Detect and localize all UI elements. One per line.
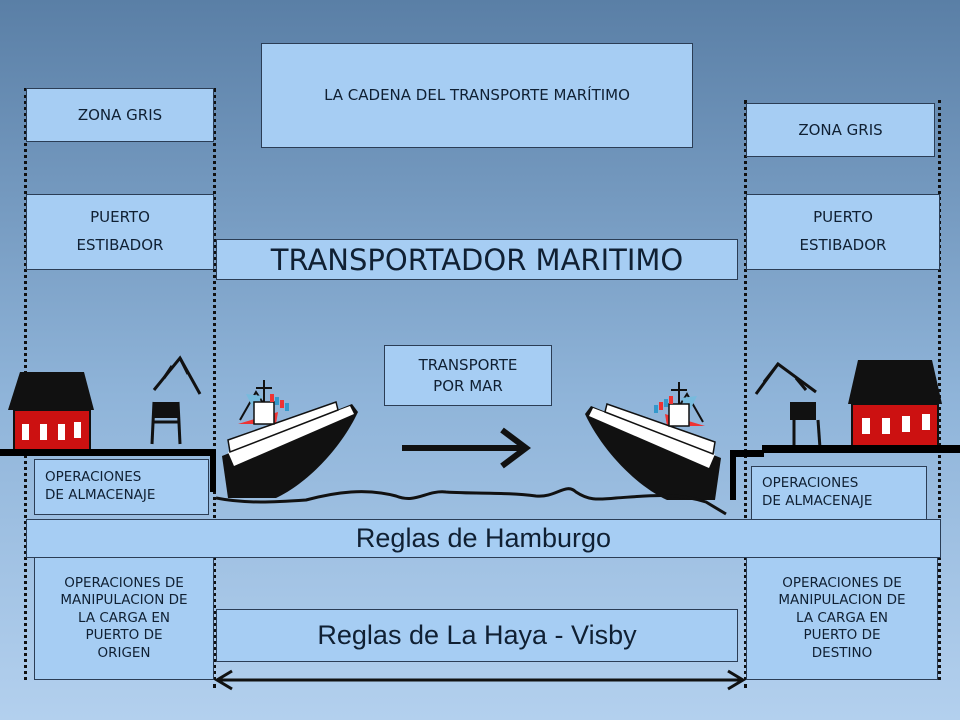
left-dock-step (210, 452, 216, 492)
right-almacenaje-line2: DE ALMACENAJE (762, 493, 873, 509)
sea-transport-line1: TRANSPORTE (418, 356, 518, 375)
right-puerto-line1: PUERTO (813, 208, 873, 227)
left-manipulacion: OPERACIONES DE MANIPULACION DE LA CARGA … (34, 557, 214, 680)
arrow-right-icon (402, 427, 531, 469)
diagram-title-text: LA CADENA DEL TRANSPORTE MARÍTIMO (324, 86, 630, 105)
right-dock-post (730, 450, 736, 500)
left-zona-gris-text: ZONA GRIS (77, 105, 163, 124)
right-inner-dotted-line (744, 100, 747, 688)
right-manip-line5: DESTINO (811, 644, 873, 661)
right-puerto-line2: ESTIBADOR (799, 236, 887, 254)
hamburgo-rules-text: Reglas de Hamburgo (355, 523, 612, 553)
left-almacenaje-line1: OPERACIONES (45, 469, 142, 486)
diagram-title: LA CADENA DEL TRANSPORTE MARÍTIMO (261, 43, 693, 148)
left-puerto-estibador: PUERTO ESTIBADOR (26, 194, 214, 270)
haya-visby-rules-text: Reglas de La Haya - Visby (317, 620, 637, 650)
right-zona-gris-text: ZONA GRIS (798, 120, 883, 139)
sea-transport-box: TRANSPORTE POR MAR (384, 345, 552, 406)
left-manip-line4: PUERTO DE (85, 627, 163, 644)
carrier-box: TRANSPORTADOR MARITIMO (216, 239, 738, 280)
right-crane-icon (754, 361, 822, 449)
right-puerto-estibador: PUERTO ESTIBADOR (746, 194, 940, 270)
water-line (216, 487, 727, 516)
left-manip-line5: ORIGEN (97, 644, 151, 661)
double-arrow-icon (214, 669, 746, 691)
left-ship-icon (222, 380, 358, 498)
right-warehouse-icon (848, 360, 942, 447)
right-manip-line4: PUERTO DE (803, 627, 881, 644)
left-manip-line3: LA CARGA EN (77, 609, 170, 626)
haya-visby-rules-box: Reglas de La Haya - Visby (216, 609, 738, 662)
left-zona-gris: ZONA GRIS (26, 88, 214, 142)
left-puerto-line2: ESTIBADOR (76, 236, 164, 254)
left-manip-line1: OPERACIONES DE (64, 574, 184, 591)
right-manipulacion: OPERACIONES DE MANIPULACION DE LA CARGA … (746, 557, 938, 680)
right-almacenaje: OPERACIONES DE ALMACENAJE (751, 466, 927, 520)
right-manip-line1: OPERACIONES DE (782, 574, 902, 591)
right-ship-icon (585, 382, 721, 500)
left-almacenaje: OPERACIONES DE ALMACENAJE (34, 459, 209, 515)
right-outer-dotted-line (938, 100, 941, 680)
right-manip-line2: MANIPULACION DE (778, 592, 906, 609)
hamburgo-rules-box: Reglas de Hamburgo (26, 519, 941, 558)
left-ground-line (0, 449, 216, 456)
carrier-text: TRANSPORTADOR MARITIMO (270, 242, 684, 277)
left-inner-dotted-line (213, 88, 216, 688)
left-puerto-line1: PUERTO (90, 208, 150, 227)
left-warehouse-icon (8, 372, 94, 453)
left-manip-line2: MANIPULACION DE (60, 592, 188, 609)
right-manip-line3: LA CARGA EN (795, 609, 888, 626)
right-zona-gris: ZONA GRIS (746, 103, 935, 157)
right-almacenaje-line1: OPERACIONES (762, 475, 859, 492)
right-dock-step (730, 450, 764, 457)
right-ground-line (762, 445, 960, 453)
sea-transport-line2: POR MAR (433, 376, 503, 395)
left-almacenaje-line2: DE ALMACENAJE (45, 487, 156, 503)
left-crane-icon (150, 355, 202, 445)
